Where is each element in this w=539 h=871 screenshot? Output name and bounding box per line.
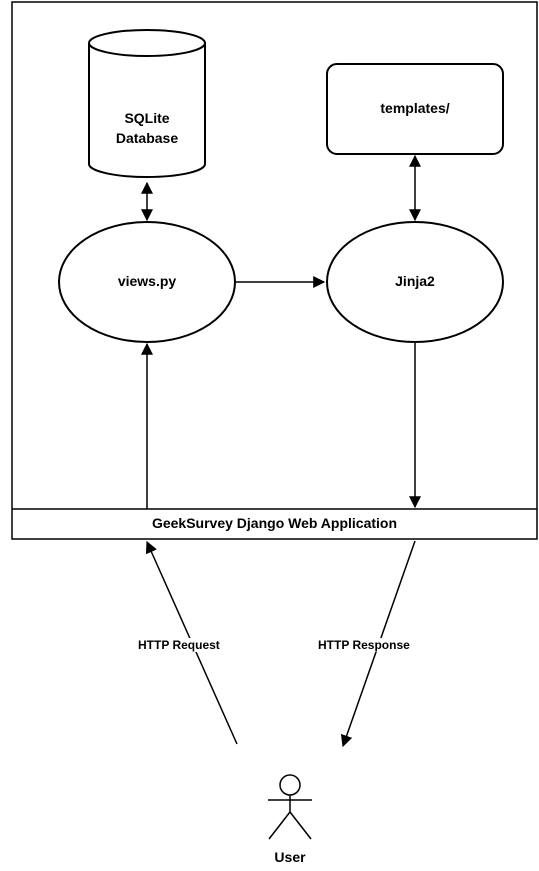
app-label: GeekSurvey Django Web Application [151, 515, 398, 531]
templates-node [326, 63, 504, 155]
http-response-label: HTTP Response [316, 638, 412, 652]
database-node [88, 29, 206, 178]
user-actor-icon [268, 774, 312, 840]
jinja-label: Jinja2 [395, 273, 435, 289]
views-node [58, 221, 236, 343]
database-label: SQLite Database [115, 110, 179, 146]
views-label: views.py [117, 273, 177, 289]
user-label: User [274, 849, 306, 865]
http-request-label: HTTP Request [136, 638, 222, 652]
templates-label: templates/ [380, 100, 450, 116]
